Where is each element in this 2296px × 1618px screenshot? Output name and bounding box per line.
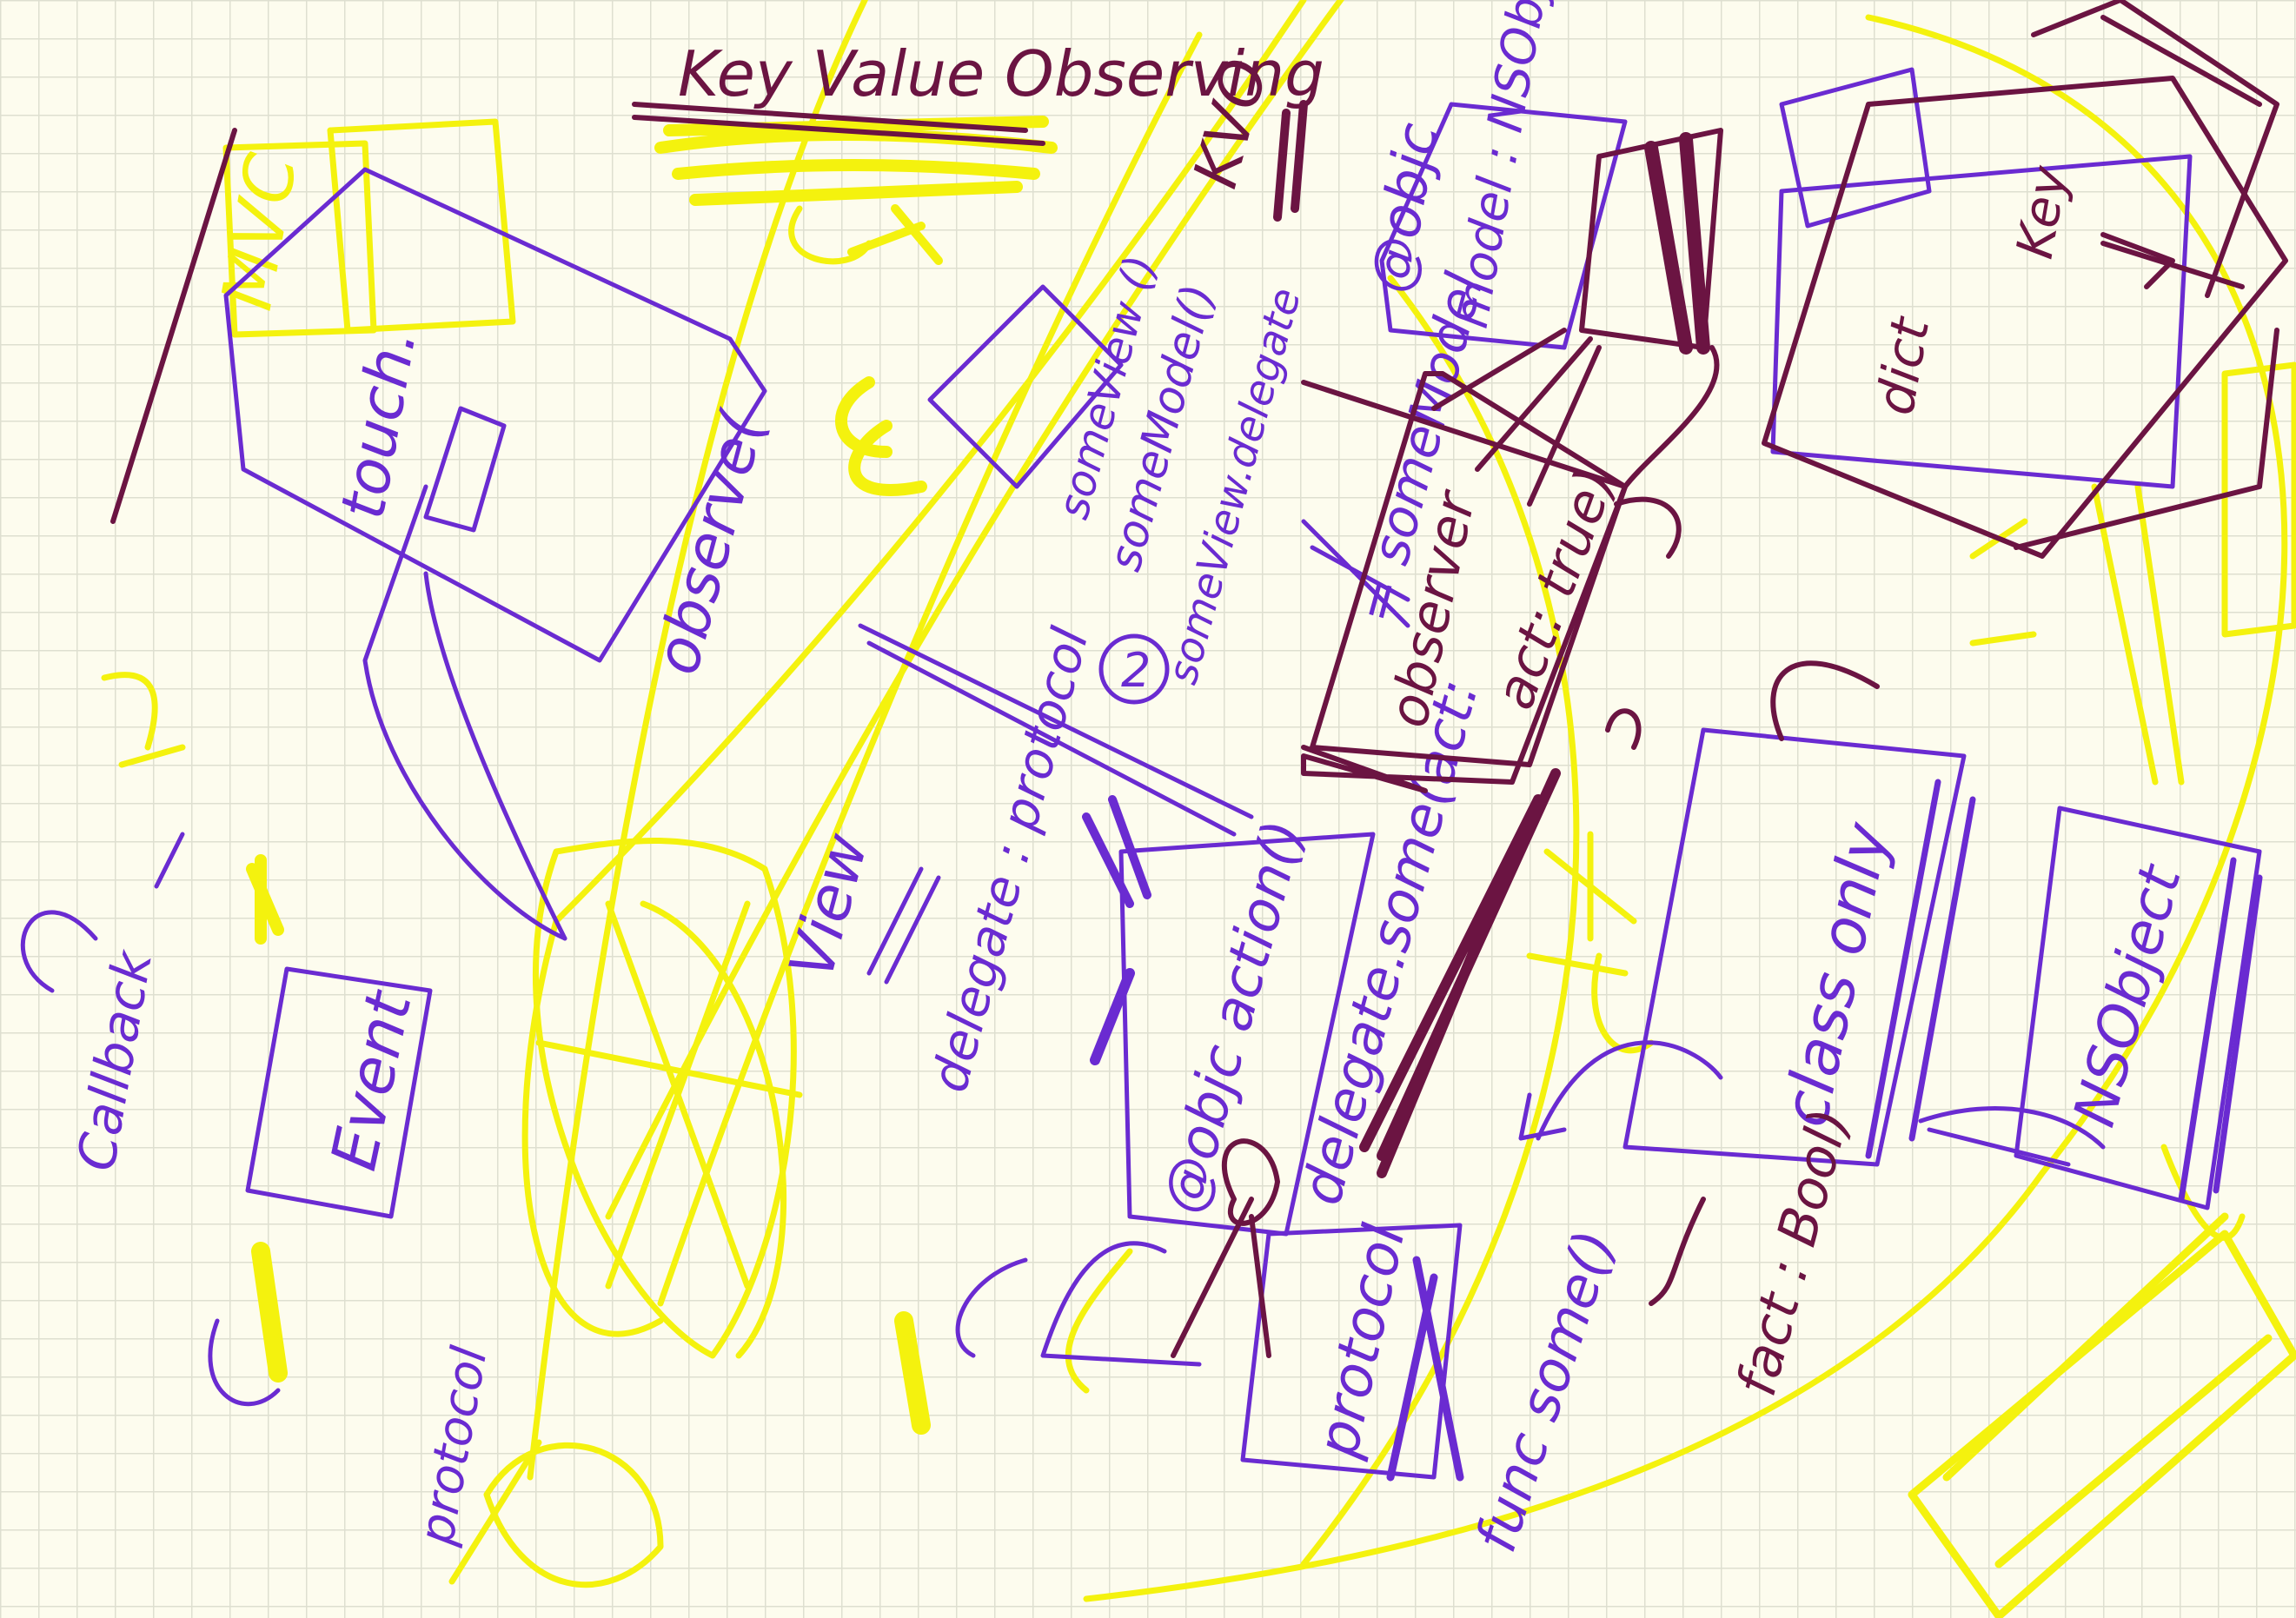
- class-only-arc: [1773, 663, 1877, 739]
- yellow-arc-right: [1086, 17, 2285, 1599]
- dict-label: dict: [1865, 311, 1942, 419]
- fact-bool-label: fact : Bool): [1724, 1102, 1861, 1402]
- callback-tick: [156, 834, 182, 886]
- yellow-bottom-right-lines: [1947, 1217, 2268, 1564]
- view-label: View: [775, 826, 882, 986]
- nsobject-box-shade: [2181, 860, 2260, 1199]
- touch-inner-rect: [426, 408, 504, 530]
- yellow-bottom-mid-bar: [904, 1321, 921, 1425]
- fact-arrow: [1651, 1199, 1703, 1303]
- yellow-highlighter-layer: [104, 0, 2294, 1616]
- yellow-star-mark: [1530, 834, 1634, 973]
- objc-action-label: @objc action(): [1151, 814, 1317, 1220]
- center-right-arrow: [1625, 348, 1717, 487]
- yellow-bottom-right-box: [1912, 1234, 2294, 1616]
- key-label: Key: [2005, 162, 2079, 263]
- kvo-bars: [1277, 104, 1304, 217]
- yellow-diagonal-4: [660, 35, 1199, 1303]
- dict-box: [1764, 78, 2286, 556]
- nsobject-label: NSObject: [2060, 857, 2194, 1133]
- center-box-fill: [1651, 139, 1703, 348]
- act-true-label: act: true): [1482, 460, 1627, 717]
- delegate-protocol-label-1: delegate : protocol: [919, 621, 1100, 1097]
- touch-label: touch.: [327, 323, 430, 524]
- model-nsobject-label: model : NSObject: [1443, 0, 1572, 332]
- yellow-swirl-mid: [841, 382, 921, 490]
- func-some-label: func some(): [1464, 1223, 1629, 1559]
- event-label: Event: [316, 984, 426, 1177]
- maroon-scribble-2: [1616, 500, 1679, 556]
- left-vertical-slash: [113, 130, 235, 521]
- callback-curl: [23, 912, 96, 991]
- yellow-small-loop: [2164, 1147, 2242, 1237]
- small-arrow-curve: [958, 1260, 1025, 1356]
- yellow-obj-mark: [104, 675, 182, 765]
- circled-two-label: 2: [1121, 643, 1151, 698]
- maroon-scribble-1: [1608, 711, 1639, 747]
- yellow-wwdc-mark: [252, 860, 278, 938]
- yellow-diagonal-1: [530, 0, 869, 1477]
- protocol-left-label: protocol: [408, 1343, 499, 1550]
- callback-label: Callback: [66, 945, 165, 1176]
- yellow-right-strokes: [2094, 487, 2181, 782]
- dict-box-top: [2034, 0, 2277, 295]
- dict-box-bottom: [2016, 330, 2277, 547]
- view-underline: [869, 869, 939, 982]
- yellow-bottom-left-bar: [261, 1251, 278, 1373]
- yellow-bottom-scribble: [452, 1442, 660, 1585]
- objc-circle: [1224, 1141, 1277, 1223]
- yellow-curve-bottom: [1068, 1251, 1130, 1390]
- observe-label: observe(: [640, 403, 779, 682]
